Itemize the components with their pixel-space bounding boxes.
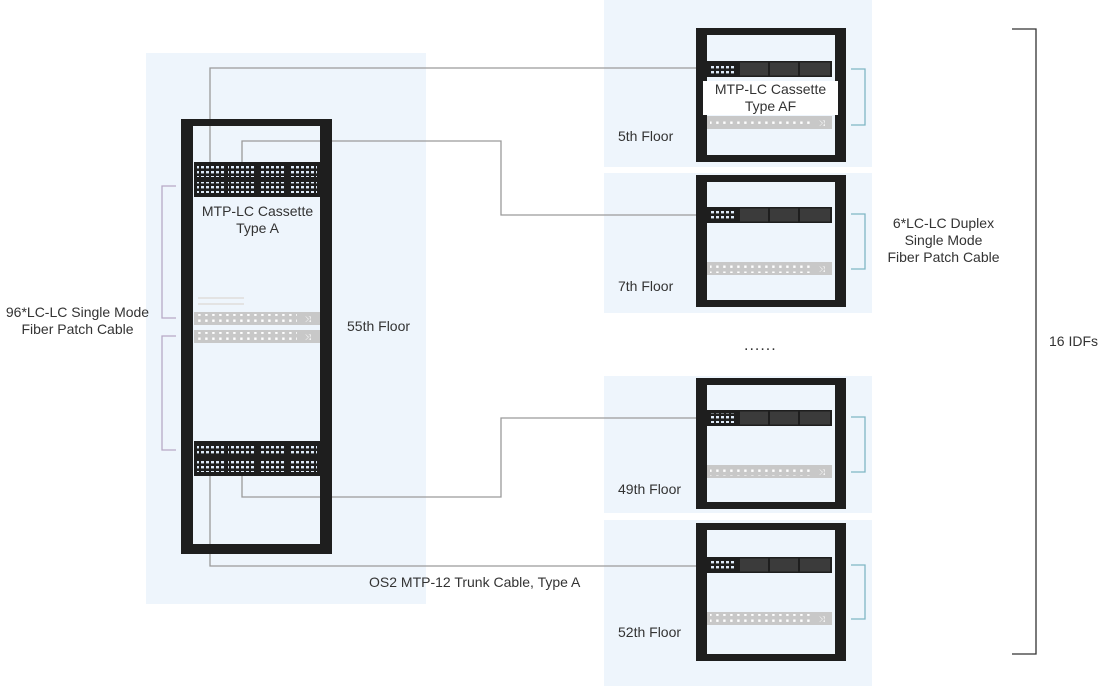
main-rack-rails [198,297,244,305]
svg-text:⤨: ⤨ [305,315,312,324]
main-cassette-bottom [194,441,320,476]
trunk-cable-label: OS2 MTP-12 Trunk Cable, Type A [369,574,581,590]
bracket-52th [851,564,866,620]
idf-52th-floor-label: 52th Floor [618,624,682,640]
idf-total-label: 16 IDFs [1049,333,1099,349]
main-patch-cable-label: 96*LC-LC Single Mode Fiber Patch Cable [5,304,150,337]
idf-5th-floor-label: 5th Floor [618,128,674,144]
main-floor-label: 55th Floor [347,318,411,334]
trunk-cable-49th [241,417,708,498]
main-switch-1: ⤨ [194,312,320,325]
idf-5th-cassette-label: MTP-LC Cassette Type AF [703,81,838,115]
main-cassette-label: MTP-LC Cassette Type A [201,203,314,236]
idf-rack-7th: ⤨ [696,175,846,307]
ellipsis-more-idfs: ...... [744,337,777,354]
svg-text:⤨: ⤨ [305,333,312,342]
bracket-49th [851,416,866,473]
idf-zone-52th [604,520,872,686]
main-rack: ⤨ ⤨ [181,119,332,554]
idf-7th-floor-label: 7th Floor [618,278,674,294]
svg-text:⤨: ⤨ [819,265,826,274]
trunk-cable-7th [241,140,708,216]
main-switch-2: ⤨ [194,330,320,343]
idf-rack-5th: ⤨ [696,28,846,162]
svg-text:⤨: ⤨ [819,615,826,624]
trunk-cable-52th [209,476,708,567]
idf-zone-49th [604,376,872,513]
idf-patch-brackets [851,68,866,620]
idf-zone-7th [604,173,872,313]
bracket-7th [851,213,866,270]
trunk-cable-5th [209,67,708,165]
idf-rack-52th: ⤨ [696,523,846,661]
main-cassette-top [194,162,320,197]
patch-cable-bracket [161,185,176,451]
trunk-cables [209,67,708,567]
idf-rack-49th: ⤨ [696,378,846,509]
idf-group-bracket [1012,28,1037,655]
bracket-5th [851,68,866,126]
svg-text:⤨: ⤨ [819,468,826,477]
svg-text:⤨: ⤨ [819,119,826,128]
idf-49th-floor-label: 49th Floor [618,481,682,497]
idf-patch-cable-label: 6*LC-LC Duplex Single Mode Fiber Patch C… [887,215,1000,265]
